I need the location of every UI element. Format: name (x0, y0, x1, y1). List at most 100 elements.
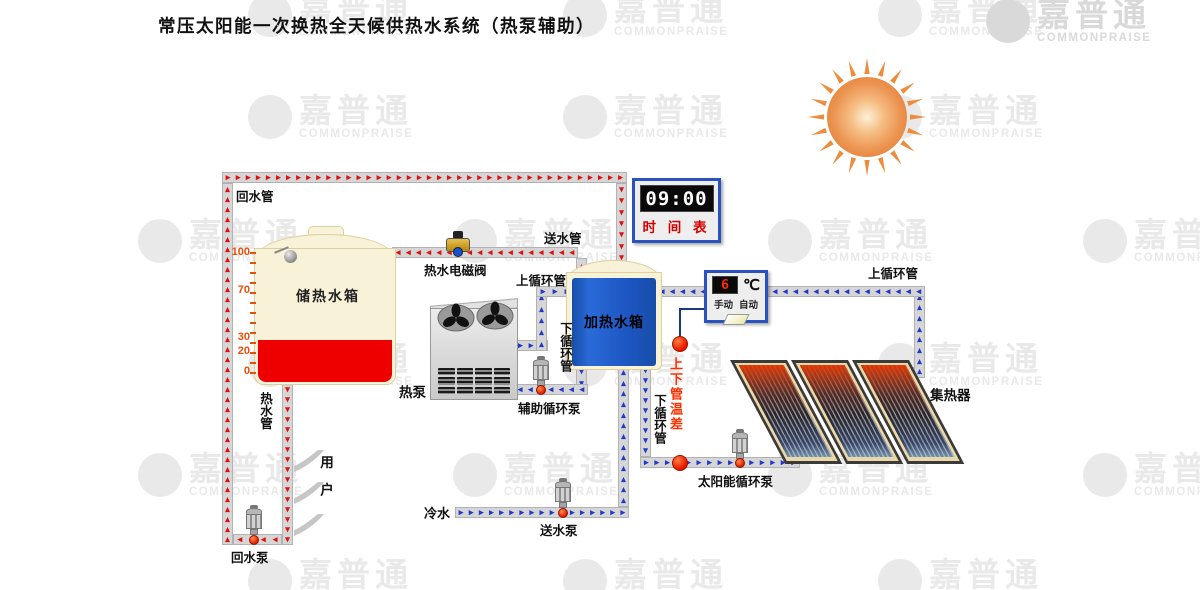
flow-arrow: ▾ (619, 229, 624, 240)
flow-arrow: ▴ (225, 433, 230, 444)
flow-arrow: ▴ (917, 355, 922, 366)
supply-pump-label: 送水泵 (540, 524, 578, 538)
brand-icon (986, 0, 1030, 44)
sun-ray (848, 60, 857, 77)
supply-pump-icon (553, 478, 573, 508)
flow-arrow: ▴ (225, 303, 230, 314)
flow-arrow: ▸ (296, 172, 301, 182)
watermark-cn: 嘉普通 (504, 216, 618, 253)
pipe-cold-water: ▸▸▸▸▸▸▸▸▸▸▸▸▸▸▸▸▸ (455, 507, 629, 518)
flow-arrow: ▸ (529, 507, 535, 517)
flow-arrow: ◂ (783, 286, 788, 296)
flow-arrow: ▸ (255, 172, 261, 182)
flow-arrow: ▴ (225, 393, 230, 404)
brand-icon (768, 219, 812, 264)
flow-arrow: ▴ (539, 315, 544, 326)
solenoid-valve-icon (453, 231, 463, 239)
flow-arrow: ▸ (749, 457, 754, 467)
flow-arrow: ◂ (803, 286, 809, 296)
flow-arrow: ▸ (588, 172, 593, 182)
flow-arrow: ▸ (376, 172, 382, 182)
flow-arrow: ▴ (225, 213, 230, 224)
flow-arrow: ▴ (917, 313, 922, 324)
flow-arrow: ◂ (670, 286, 675, 296)
flow-arrow: ▸ (608, 172, 613, 182)
flow-arrow: ▸ (416, 172, 422, 182)
page-title: 常压太阳能一次换热全天候供热水系统（热泵辅助） (158, 16, 595, 36)
aux-pump-joint (536, 385, 546, 395)
brand-icon (138, 453, 182, 498)
brand-icon (1083, 453, 1127, 498)
flow-arrow: ▸ (540, 286, 546, 296)
flow-arrow: ▾ (643, 435, 648, 446)
flow-arrow: ◂ (426, 247, 432, 257)
flow-arrow: ▴ (225, 513, 230, 524)
flow-arrow: ▴ (621, 452, 626, 463)
scale-20: 20 (237, 345, 250, 357)
sun-ray (819, 82, 834, 94)
flow-arrow: ◂ (559, 384, 564, 394)
flow-arrow: ◂ (569, 384, 574, 394)
flow-arrow: ▴ (225, 373, 230, 384)
flow-arrow: ▾ (285, 453, 290, 464)
flow-arrow: ▾ (643, 374, 648, 385)
flow-arrow: ▸ (509, 507, 514, 517)
heat-pump-grille (438, 368, 510, 394)
sun-ray (832, 69, 844, 84)
flow-arrow: ▴ (225, 423, 230, 434)
watermark-en: COMMONPRAISE (299, 128, 414, 140)
flow-arrow: ▴ (539, 292, 544, 303)
flow-arrow: ▸ (489, 507, 494, 517)
watermark-cn: 嘉普通 (299, 556, 413, 590)
flow-arrow: ◂ (549, 247, 554, 257)
watermark-en: COMMONPRAISE (1134, 252, 1200, 264)
flow-arrow: ▴ (539, 303, 544, 314)
lower-circ-hp-label: 下循环管 (558, 322, 572, 372)
sun-ray (907, 98, 924, 107)
auto-button[interactable]: 自动 (738, 300, 758, 311)
flow-arrow: ▸ (618, 172, 623, 182)
return-pump-label: 回水泵 (231, 551, 269, 565)
mode-toggle-button[interactable] (722, 314, 750, 325)
cold-water-label: 冷水 (424, 506, 451, 521)
manual-button[interactable]: 手动 (713, 300, 733, 311)
flow-arrow: ▸ (479, 507, 484, 517)
sun-ray (832, 150, 844, 165)
flow-arrow: ▾ (619, 251, 624, 262)
clock-label: 时 间 表 (642, 220, 711, 235)
flow-arrow: ◂ (528, 247, 534, 257)
flow-arrow: ▸ (447, 172, 452, 182)
flow-arrow: ▸ (366, 172, 372, 182)
flow-arrow: ◂ (517, 384, 523, 394)
flow-arrow: ▴ (225, 493, 230, 504)
scale-ticks (250, 252, 256, 378)
flow-arrow: ▴ (225, 183, 230, 194)
watermark-cn: 嘉普通 (929, 92, 1043, 129)
pipe-solar-lower-bottom: ▸▸▸▸▸▸▸▸▸▸▸▸▸▸▸ (640, 457, 800, 468)
flow-arrow: ▸ (406, 172, 412, 182)
upper-circ-hp-label: 上循环管 (516, 274, 567, 288)
sun-ray (819, 140, 834, 152)
flow-arrow: ▴ (225, 273, 230, 284)
flow-arrow: ◂ (579, 384, 585, 394)
hot-water-pipe-label: 热水管 (258, 392, 272, 430)
flow-arrow: ▸ (547, 172, 553, 182)
watermark-cn: 嘉普通 (299, 0, 413, 27)
flow-arrow: ▸ (336, 172, 341, 182)
flow-arrow: ◂ (436, 247, 442, 257)
flow-arrow: ▴ (621, 484, 626, 495)
pipe-return-left: ▴▴▴▴▴▴▴▴▴▴▴▴▴▴▴▴▴▴▴▴▴▴▴▴▴▴▴▴▴▴▴▴▴▴▴▴ (222, 183, 233, 545)
flow-arrow: ▾ (643, 445, 648, 456)
schedule-clock-panel[interactable]: 09:00 时 间 表 (632, 178, 721, 243)
flow-arrow: ▾ (285, 463, 290, 474)
flow-arrow: ▸ (696, 457, 702, 467)
return-pump-joint (249, 535, 259, 545)
flow-arrow: ▸ (717, 457, 723, 467)
flow-arrow: ◂ (813, 286, 819, 296)
flow-arrow: ◂ (261, 534, 266, 544)
collectors-label: 集热器 (930, 388, 971, 403)
